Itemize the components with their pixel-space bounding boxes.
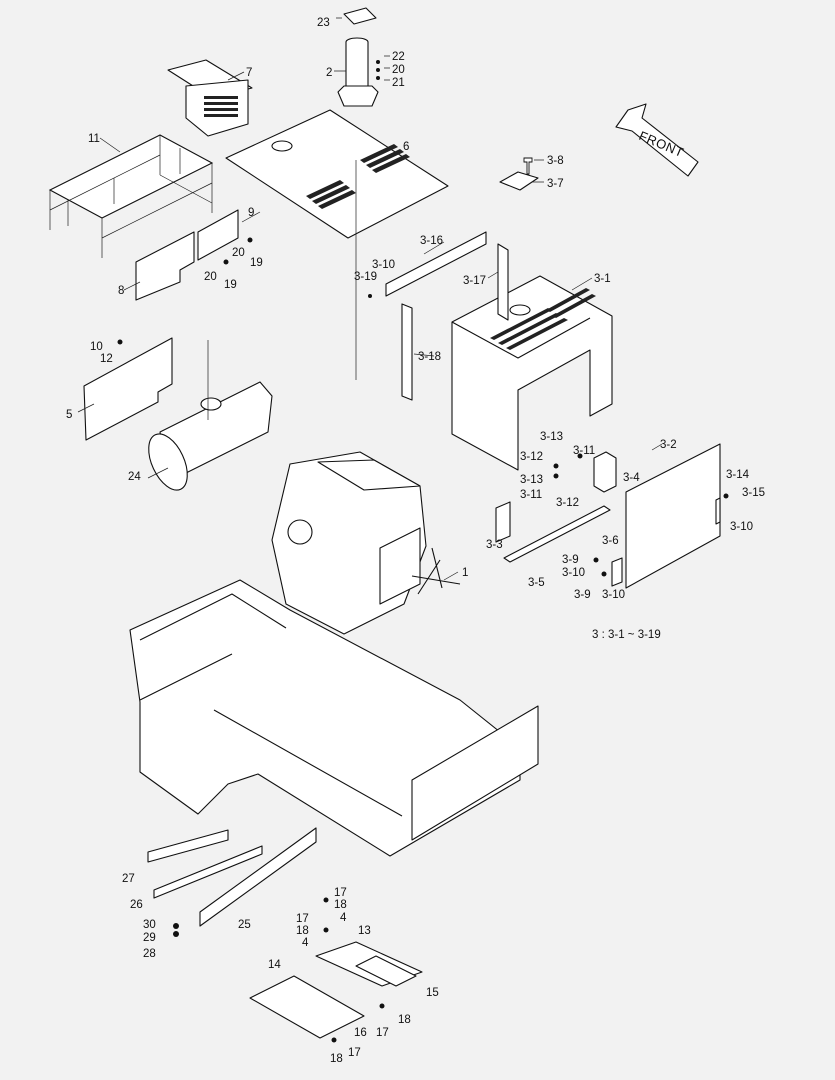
callout-labels: 23 2 22 20 21 7 11 6 3-8 3-7 9 20 19 20 … bbox=[66, 17, 765, 1065]
callout-3-9a: 3-9 bbox=[562, 554, 579, 566]
engine-assembly-part bbox=[271, 451, 461, 635]
callout-15: 15 bbox=[426, 987, 439, 999]
callout-3-9b: 3-9 bbox=[574, 589, 591, 601]
callout-12: 12 bbox=[100, 353, 113, 365]
side-cover-5-part bbox=[83, 337, 173, 441]
callout-3-1: 3-1 bbox=[594, 273, 611, 285]
callout-23: 23 bbox=[317, 17, 330, 29]
floor-plate-14-part bbox=[249, 975, 365, 1039]
callout-3-10b: 3-10 bbox=[730, 521, 753, 533]
callout-18c: 18 bbox=[398, 1014, 411, 1026]
top-cover-part bbox=[225, 109, 449, 239]
callout-19b: 19 bbox=[224, 279, 237, 291]
callout-3-16: 3-16 bbox=[420, 235, 443, 247]
grille-panel-part bbox=[167, 59, 253, 137]
callout-3-5: 3-5 bbox=[528, 577, 545, 589]
callout-3-18: 3-18 bbox=[418, 351, 441, 363]
callout-11: 11 bbox=[88, 133, 100, 145]
callout-21: 21 bbox=[392, 77, 405, 89]
under-cover-26-part bbox=[153, 845, 263, 899]
callout-17a: 17 bbox=[334, 887, 347, 899]
callout-24: 24 bbox=[128, 471, 141, 483]
callout-3-12a: 3-12 bbox=[520, 451, 543, 463]
muffler-part bbox=[148, 381, 273, 491]
side-plate-9-part bbox=[197, 209, 239, 261]
bracket-3-3-part bbox=[495, 501, 511, 543]
main-frame-part bbox=[129, 579, 539, 857]
seal-strip-3-17-part bbox=[497, 243, 509, 321]
callout-17d: 17 bbox=[348, 1047, 361, 1059]
callout-17c: 17 bbox=[376, 1027, 389, 1039]
callout-4: 4 bbox=[340, 912, 347, 924]
under-cover-25-part bbox=[199, 827, 317, 927]
hinge-3-6-part bbox=[611, 557, 623, 587]
callout-3-11a: 3-11 bbox=[573, 445, 595, 457]
callout-3-2: 3-2 bbox=[660, 439, 677, 451]
support-rail-3-5-part bbox=[503, 505, 611, 563]
callout-3-11b: 3-11 bbox=[520, 489, 542, 501]
side-plate-8-part bbox=[135, 231, 195, 301]
callout-25: 25 bbox=[238, 919, 251, 931]
under-cover-27-part bbox=[147, 829, 229, 863]
callout-8: 8 bbox=[118, 285, 124, 297]
engine-hood-part bbox=[451, 275, 613, 471]
front-direction-arrow: FRONT bbox=[615, 103, 699, 177]
callout-22: 22 bbox=[392, 51, 405, 63]
callout-3-10a: 3-10 bbox=[372, 259, 395, 271]
callout-1: 1 bbox=[462, 567, 468, 579]
support-frame-part bbox=[48, 134, 214, 258]
side-door-part bbox=[625, 443, 721, 589]
cap-3-7-part bbox=[499, 171, 539, 191]
callout-18a: 18 bbox=[334, 899, 347, 911]
bolt-3-8-part bbox=[523, 157, 533, 175]
callout-3-8: 3-8 bbox=[547, 155, 564, 167]
callout-29: 29 bbox=[143, 932, 156, 944]
floor-plate-15-part bbox=[355, 955, 417, 987]
callout-3-3: 3-3 bbox=[486, 539, 503, 551]
callout-26: 26 bbox=[130, 899, 143, 911]
callout-4b: 4 bbox=[302, 937, 309, 949]
callout-3-13b: 3-13 bbox=[520, 474, 543, 486]
fastener-glyphs bbox=[117, 60, 729, 1043]
callout-3-14: 3-14 bbox=[726, 469, 750, 481]
callout-30: 30 bbox=[143, 919, 156, 931]
callout-3-17: 3-17 bbox=[463, 275, 486, 287]
callout-10: 10 bbox=[90, 341, 103, 353]
callout-3-19: 3-19 bbox=[354, 271, 377, 283]
callout-16: 16 bbox=[354, 1027, 367, 1039]
callout-3-13a: 3-13 bbox=[540, 431, 563, 443]
seal-strip-3-18-part bbox=[401, 303, 413, 401]
callout-9: 9 bbox=[248, 207, 254, 219]
callout-19a: 19 bbox=[250, 257, 263, 269]
callout-20b: 20 bbox=[232, 247, 245, 259]
callout-18b: 18 bbox=[296, 925, 309, 937]
callout-20a: 20 bbox=[392, 64, 405, 76]
callout-3-15: 3-15 bbox=[742, 487, 765, 499]
callout-3-10d: 3-10 bbox=[602, 589, 625, 601]
callout-18d: 18 bbox=[330, 1053, 343, 1065]
callout-13: 13 bbox=[358, 925, 371, 937]
callout-3-4: 3-4 bbox=[623, 472, 640, 484]
group-note: 3 : 3-1 ~ 3-19 bbox=[592, 629, 661, 641]
seal-strip-3-16-part bbox=[385, 231, 487, 297]
callout-3-7: 3-7 bbox=[547, 178, 564, 190]
callout-5: 5 bbox=[66, 409, 72, 421]
callout-14: 14 bbox=[268, 959, 281, 971]
latch-3-4-part bbox=[593, 451, 617, 493]
callout-3-12b: 3-12 bbox=[556, 497, 579, 509]
callout-28: 28 bbox=[143, 948, 156, 960]
callout-3-10c: 3-10 bbox=[562, 567, 585, 579]
exhaust-pipe-part bbox=[337, 7, 379, 107]
callout-7: 7 bbox=[246, 67, 252, 79]
callout-2: 2 bbox=[326, 67, 332, 79]
callout-20c: 20 bbox=[204, 271, 217, 283]
callout-3-6: 3-6 bbox=[602, 535, 619, 547]
leader-lines bbox=[77, 17, 663, 581]
callout-27: 27 bbox=[122, 873, 135, 885]
callout-17b: 17 bbox=[296, 913, 309, 925]
callout-6: 6 bbox=[403, 141, 409, 153]
